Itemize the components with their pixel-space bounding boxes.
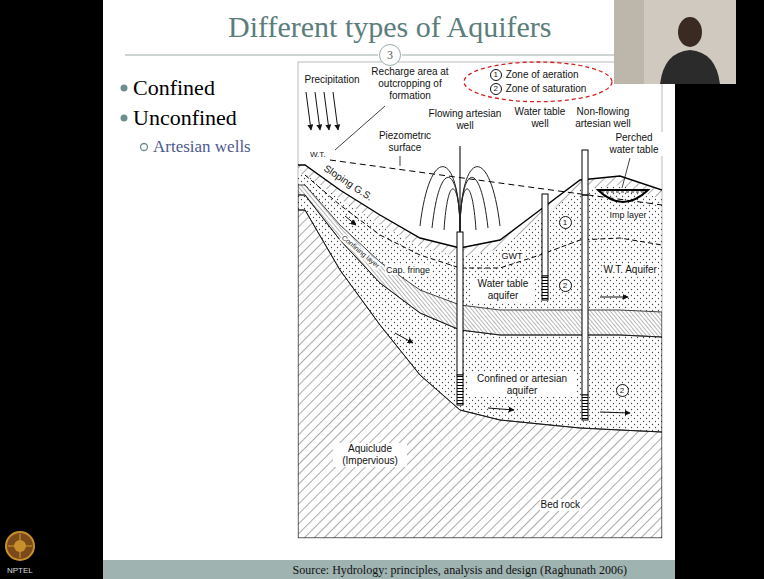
leader-line [622,158,630,188]
flowing-artesian-well [457,232,463,375]
bullet-dot [121,85,128,92]
layer-label: Confining layer [339,233,382,271]
node-content: 1 Zone of aeration 2 Zone of saturation [490,69,587,95]
ellipse-outline [463,61,613,103]
nptel-logo [8,545,32,546]
zone-number: 1 [490,69,502,81]
layer-label: W.T. Aquifer [603,264,658,276]
precipitation-arrow [324,92,329,130]
flow-arrow [488,408,514,410]
webcam-inset [614,0,644,84]
precipitation-arrow [306,92,338,130]
flow-arrow [345,216,356,225]
flowing-artesian-well [460,177,488,232]
source-caption: Source: Hydrology: principles, analysis … [293,563,628,577]
well-label: Non-flowing artesian well [567,106,639,130]
layer-label: Aquiclude (Impervious) [333,443,407,467]
slide-title: Different types of Aquifers [228,9,552,45]
precipitation-label: Precipitation [304,74,361,86]
nptel-logo [6,532,34,560]
legend-ellipse: 1 Zone of aeration 2 Zone of saturation [463,61,613,103]
flowing-artesian-well [432,177,460,232]
sub-bullet-text: Artesian wells [152,137,252,157]
ellipse-outline [464,62,612,102]
piezometric-surface-line [330,160,662,205]
precipitation-arrow [333,92,338,130]
non-flowing-artesian-well [582,150,588,395]
flow-arrow [600,297,628,298]
zone-number: 1 [559,216,572,229]
flow-arrow [345,216,630,413]
flowing-artesian-well [460,189,476,232]
non-flowing-artesian-well [582,194,588,196]
perched-lens [598,190,648,202]
footer-bar [103,560,675,579]
zone-number: 2 [490,83,502,95]
water-table-aquifer-layer [298,174,662,312]
flow-arrow [395,333,413,343]
webcam-inset [614,0,736,84]
water-table-well [542,276,548,300]
water-table-well [542,194,548,276]
layer-label: GWT [501,251,524,262]
ground-surface-label: Sloping G.S. [321,162,376,204]
bullet-dot [121,115,128,122]
slide-number-text: 3 [387,48,393,62]
logo-text: NPTEL [6,566,34,576]
webcam-inset [660,50,720,84]
flowing-artesian-well [444,189,460,232]
ground-surface [298,165,662,248]
zone-number: 2 [559,279,572,292]
slide-number: 3 [379,44,401,66]
non-flowing-artesian-well [582,395,588,420]
flow-arrow [600,412,630,413]
aquifer-cross-section [298,146,662,538]
piezometric-label: Piezometric surface [373,130,437,154]
layer-label: Imp layer [609,210,648,221]
precipitation-arrow [315,92,320,130]
flowing-artesian-well [457,375,463,405]
webcam-inset [678,17,702,47]
recharge-label: Recharge area at outcropping of formatio… [364,66,456,102]
non-flowing-artesian-well [582,150,588,420]
webcam-inset [614,0,736,84]
flowing-artesian-well [460,167,500,232]
leader-line [400,156,401,166]
layer-label: Water table aquifer [471,278,535,302]
legend-text: Zone of saturation [506,83,587,95]
flowing-artesian-well [420,146,500,405]
node-content: 3 [387,48,393,62]
layer-label: Bed rock [540,499,581,511]
legend-text: Zone of aeration [506,69,587,81]
slide-background [103,0,675,579]
zone-number: 2 [616,384,629,397]
perched-lens [601,192,645,193]
well-label: Flowing artesian well [424,108,506,132]
sub-bullet-ring [141,144,148,151]
diagram-frame [298,62,662,538]
bullet-text: Unconfined [132,105,238,131]
nptel-logo [6,532,34,560]
water-table-well [542,194,548,300]
precipitation-arrow [306,92,311,130]
perched-lens [598,190,648,202]
layer-label: Cap. fringe [385,265,431,276]
water-table-mark: W.T. [309,150,327,160]
well-label: Water table well [511,106,569,130]
perched-label: Perched water table [605,132,663,156]
title-rule [125,54,378,55]
layer-label: Confined or artesian aquifer [469,373,576,397]
bullet-text: Confined [132,75,216,101]
flowing-artesian-well [420,167,460,232]
